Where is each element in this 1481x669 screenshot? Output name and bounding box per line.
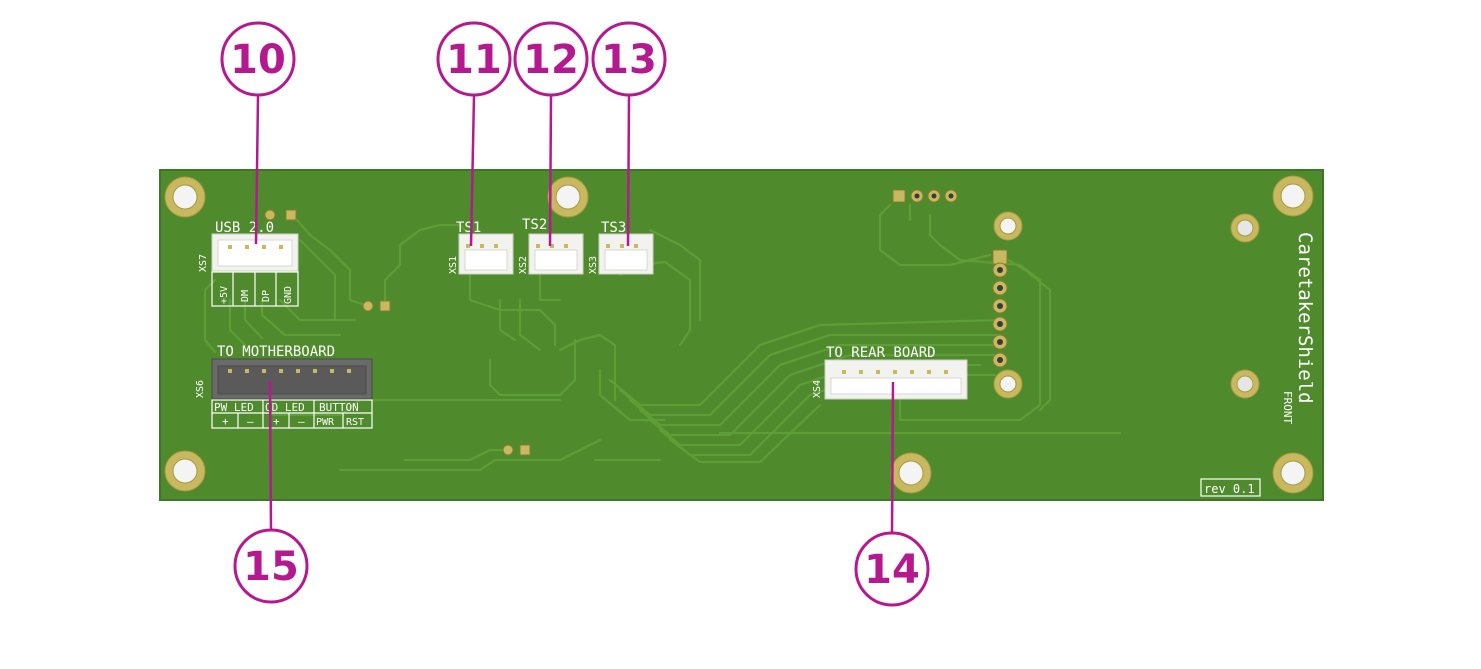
usb-connector-label: USB 2.0	[215, 220, 274, 236]
callout-number: 10	[230, 37, 286, 83]
board-side-label: FRONT	[1281, 391, 1294, 424]
motherboard-pin-label: +	[273, 415, 280, 428]
revision-box	[1200, 478, 1261, 497]
rear-board-connector-label: TO REAR BOARD	[826, 345, 936, 361]
ts1-connector-label: TS1	[456, 220, 481, 236]
usb-pin-label: DM	[240, 290, 251, 302]
ts3-connector-ref: XS3	[588, 256, 599, 274]
motherboard-pin-label: RST	[346, 417, 364, 428]
motherboard-pin-label: –	[247, 415, 254, 428]
motherboard-pin-label: PWR	[316, 417, 335, 428]
callout-11: 11	[436, 21, 512, 97]
usb-connector-ref: XS7	[198, 254, 209, 272]
callout-number: 14	[864, 547, 920, 593]
motherboard-connector-label: TO MOTHERBOARD	[217, 344, 335, 360]
usb-pin-label: +5V	[219, 286, 230, 304]
motherboard-pin-label: –	[298, 415, 305, 428]
callout-number: 12	[523, 37, 579, 83]
callout-10: 10	[220, 21, 296, 97]
motherboard-group-label: BUTTON	[319, 401, 359, 414]
motherboard-group-label: PW_LED	[214, 401, 254, 414]
ts1-connector-ref: XS1	[448, 256, 459, 274]
ts2-connector-label: TS2	[522, 217, 547, 233]
rear-board-connector: TO REAR BOARD XS4	[812, 345, 968, 400]
rear-board-connector-ref: XS4	[812, 380, 823, 398]
callout-12: 12	[513, 21, 589, 97]
callout-13: 13	[591, 21, 667, 97]
motherboard-connector-ref: XS6	[195, 380, 206, 398]
callout-number: 13	[601, 37, 657, 83]
callout-15: 15	[233, 528, 309, 604]
ts2-connector-ref: XS2	[518, 256, 529, 274]
callout-leaders	[254, 95, 895, 535]
usb-pin-label: DP	[261, 290, 272, 302]
ts2-connector: TS2 XS2	[518, 217, 584, 275]
ts3-connector-label: TS3	[601, 220, 626, 236]
usb-connector: USB 2.0 XS7 +5V DM DP GND	[198, 220, 299, 307]
board-revision: rev 0.1	[1204, 482, 1255, 496]
mounting-holes	[164, 175, 1314, 494]
usb-pin-label: GND	[283, 286, 294, 304]
ts3-connector: TS3 XS3	[588, 220, 654, 275]
ts1-connector: TS1 XS1	[448, 220, 514, 275]
motherboard-connector: TO MOTHERBOARD XS6 PW_LED OD_LED BUTTON …	[195, 344, 373, 429]
callout-14: 14	[854, 531, 930, 607]
callout-number: 15	[243, 544, 299, 590]
motherboard-pin-label: +	[222, 415, 229, 428]
motherboard-group-label: OD_LED	[265, 401, 305, 414]
callout-number: 11	[446, 37, 502, 83]
board-title: CaretakerShield	[1294, 232, 1316, 404]
